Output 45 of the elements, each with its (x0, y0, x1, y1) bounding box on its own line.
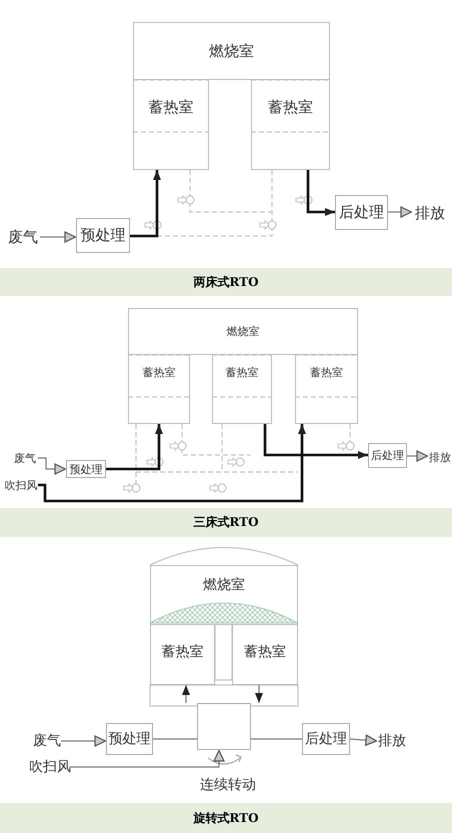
arrow (38, 458, 66, 475)
regenerator-box: 蓄热室 (251, 80, 330, 170)
arrow (306, 170, 335, 216)
arrow (182, 684, 190, 704)
process-box: 后处理 (302, 723, 350, 755)
process-box: 后处理 (335, 195, 388, 230)
regenerator-box: 蓄热室 (128, 355, 190, 424)
arrow (40, 231, 76, 243)
arrow (106, 424, 163, 470)
process-box: 预处理 (66, 460, 106, 478)
stream-label: 排放 (412, 202, 448, 224)
stream-label: 排放 (377, 731, 407, 751)
pipe-line (250, 738, 302, 740)
arrow (130, 170, 161, 238)
stream-label: 排放 (428, 448, 452, 466)
arrow (406, 450, 428, 462)
title-band: 两床式RTO (0, 268, 452, 296)
stream-label: 废气 (33, 731, 61, 751)
stream-label: 吹扫风 (31, 757, 69, 777)
regenerator-box: 蓄热室 (212, 355, 272, 424)
regenerator-box: 蓄热室 (232, 625, 298, 685)
regenerator-box: 蓄热室 (150, 625, 215, 685)
stream-label: 吹扫风 (4, 476, 38, 494)
process-box: 后处理 (368, 443, 407, 468)
process-box: 预处理 (106, 723, 153, 755)
arrow (350, 734, 378, 746)
process-box: 预处理 (76, 218, 130, 253)
arrow (255, 684, 263, 704)
combustion-chamber-box: 燃烧室 (133, 22, 330, 80)
arrow (38, 424, 306, 502)
combustion-chamber-box: 燃烧室 (128, 308, 358, 355)
regenerator-box: 蓄热室 (295, 355, 358, 424)
rotation-label: 连续转动 (200, 776, 256, 794)
regenerator-box: 蓄热室 (133, 80, 209, 170)
arrow (264, 424, 368, 459)
arrow (68, 750, 225, 768)
rotary-valve-box (197, 703, 251, 750)
stream-label: 废气 (12, 449, 38, 467)
title-band: 三床式RTO (0, 508, 452, 537)
arrow (388, 206, 412, 218)
combustion-chamber-box: 燃烧室 (150, 565, 298, 625)
stream-label: 废气 (6, 226, 40, 248)
arrow (60, 735, 106, 747)
title-band: 旋转式RTO (0, 803, 452, 833)
pipe-line (152, 738, 198, 740)
